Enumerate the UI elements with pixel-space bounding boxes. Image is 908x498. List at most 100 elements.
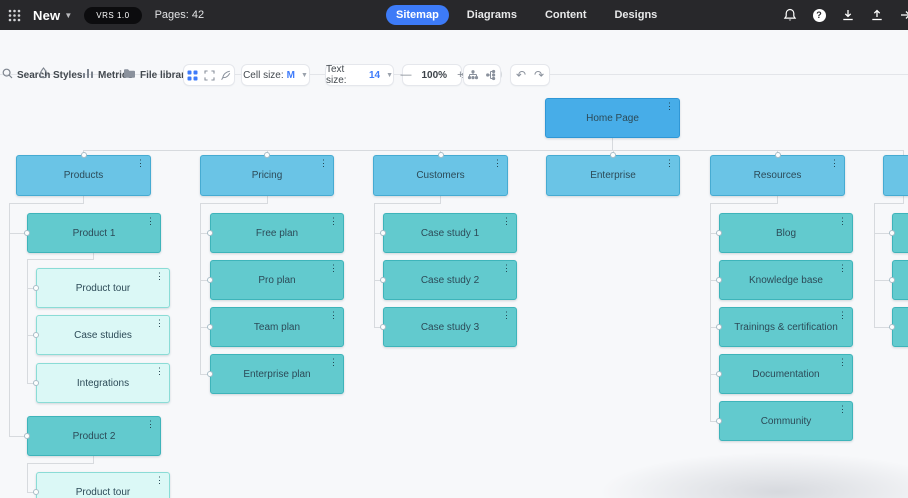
- sitemap-node-case-study-3[interactable]: Case study 3⋮: [383, 307, 517, 347]
- node-menu-icon[interactable]: ⋮: [493, 158, 502, 168]
- connector-line: [710, 203, 711, 421]
- node-label: Pro plan: [258, 274, 296, 286]
- zoom-level[interactable]: 100%: [421, 69, 448, 81]
- node-menu-icon[interactable]: ⋮: [830, 158, 839, 168]
- sitemap-node-partial-page-right[interactable]: ⋮: [883, 155, 908, 196]
- download-icon[interactable]: [840, 7, 856, 23]
- node-menu-icon[interactable]: ⋮: [665, 101, 674, 111]
- node-menu-icon[interactable]: ⋮: [329, 216, 338, 226]
- node-menu-icon[interactable]: ⋮: [329, 357, 338, 367]
- sitemap-node-case-study-1[interactable]: Case study 1⋮: [383, 213, 517, 253]
- version-badge[interactable]: VRS 1.0: [84, 6, 142, 24]
- chevron-down-icon: ▼: [300, 71, 308, 79]
- node-label: Pricing: [251, 170, 283, 181]
- node-menu-icon[interactable]: ⋮: [502, 263, 511, 273]
- node-menu-icon[interactable]: ⋮: [146, 216, 155, 226]
- node-menu-icon[interactable]: ⋮: [329, 263, 338, 273]
- node-menu-icon[interactable]: ⋮: [329, 310, 338, 320]
- sitemap-node-pricing[interactable]: Pricing ⋮: [200, 155, 334, 196]
- node-menu-icon[interactable]: ⋮: [502, 310, 511, 320]
- sitemap-node-resources[interactable]: Resources ⋮: [710, 155, 845, 196]
- sitemap-node-products[interactable]: Products⋮: [16, 155, 151, 196]
- sitemap-node-product-tour[interactable]: Product tour⋮: [36, 268, 170, 308]
- sitemap-node-case-study-2[interactable]: Case study 2⋮: [383, 260, 517, 300]
- node-menu-icon[interactable]: ⋮: [665, 158, 674, 168]
- sitemap-node-enterprise-plan[interactable]: Enterprise plan ⋮: [210, 354, 344, 394]
- node-menu-icon[interactable]: ⋮: [502, 216, 511, 226]
- sitemap-node-team-plan[interactable]: Team plan⋮: [210, 307, 344, 347]
- upload-icon[interactable]: [869, 7, 885, 23]
- fit-screen-icon[interactable]: [201, 66, 218, 84]
- sitemap-node-product-1[interactable]: Product 1⋮: [27, 213, 161, 253]
- text-size-dropdown[interactable]: Text size: 14 ▼: [325, 64, 394, 86]
- sitemap-node-trainings-certification[interactable]: Trainings & certification⋮: [719, 307, 853, 347]
- connector-dot: [380, 230, 386, 236]
- connector-dot: [716, 277, 722, 283]
- connector-line: [27, 335, 36, 336]
- tree-vertical-icon[interactable]: [482, 66, 500, 84]
- sitemap-node-blog[interactable]: Blog⋮: [719, 213, 853, 253]
- sitemap-node-knowledge-base[interactable]: Knowledge base⋮: [719, 260, 853, 300]
- node-menu-icon[interactable]: ⋮: [155, 271, 164, 281]
- connector-line: [874, 203, 875, 327]
- tab-diagrams[interactable]: Diagrams: [466, 9, 517, 21]
- sitemap-node-free-plan[interactable]: Free plan⋮: [210, 213, 344, 253]
- sitemap-node-documentation[interactable]: Documentation⋮: [719, 354, 853, 394]
- cell-size-dropdown[interactable]: Cell size: M ▼: [241, 64, 310, 86]
- project-name[interactable]: New: [33, 7, 61, 23]
- node-menu-icon[interactable]: ⋮: [838, 216, 847, 226]
- node-menu-icon[interactable]: ⋮: [155, 318, 164, 328]
- connector-line: [710, 280, 719, 281]
- node-menu-icon[interactable]: ⋮: [838, 310, 847, 320]
- sitemap-node-enterprise[interactable]: Enterprise⋮: [546, 155, 680, 196]
- file-library-button[interactable]: File library: [123, 64, 191, 86]
- zoom-in-button[interactable]: +: [457, 69, 464, 81]
- grid-view-icon[interactable]: [184, 66, 201, 84]
- sitemap-node-pro-plan[interactable]: Pro plan ⋮: [210, 260, 344, 300]
- sitemap-node-home-page[interactable]: Home Page⋮: [545, 98, 680, 138]
- zoom-out-button[interactable]: —: [400, 69, 412, 81]
- node-label: Product tour: [75, 486, 131, 498]
- node-menu-icon[interactable]: ⋮: [838, 263, 847, 273]
- connector-dot: [24, 230, 30, 236]
- search-button[interactable]: Search: [2, 64, 50, 86]
- chevron-down-icon[interactable]: ▼: [64, 10, 73, 20]
- node-label: Resources: [753, 170, 802, 181]
- tree-horizontal-icon[interactable]: [464, 66, 482, 84]
- sitemap-node-community[interactable]: Community⋮: [719, 401, 853, 441]
- tab-designs[interactable]: Designs: [614, 9, 658, 21]
- topbar-right: ?: [782, 0, 908, 30]
- connector-line: [9, 203, 84, 204]
- node-menu-icon[interactable]: ⋮: [838, 357, 847, 367]
- node-menu-icon[interactable]: ⋮: [146, 419, 155, 429]
- sitemap-node-case-studies[interactable]: Case studies⋮: [36, 315, 170, 355]
- tab-sitemap[interactable]: Sitemap: [386, 5, 449, 25]
- connector-line: [374, 203, 375, 327]
- node-menu-icon[interactable]: ⋮: [155, 475, 164, 485]
- app-grid-icon[interactable]: [8, 9, 21, 22]
- sitemap-node-product-2[interactable]: Product 2⋮: [27, 416, 161, 456]
- tab-content[interactable]: Content: [544, 9, 587, 21]
- metrics-button[interactable]: Metrics: [82, 64, 133, 86]
- cell-size-value: M: [286, 69, 295, 81]
- undo-icon[interactable]: ↶: [515, 68, 527, 82]
- sitemap-node-integrations[interactable]: Integrations⋮: [36, 363, 170, 403]
- redo-icon[interactable]: ↷: [533, 68, 545, 82]
- help-icon[interactable]: ?: [811, 7, 827, 23]
- connector-dot: [716, 371, 722, 377]
- node-label: Enterprise plan: [243, 368, 311, 380]
- node-menu-icon[interactable]: ⋮: [155, 366, 164, 376]
- node-menu-icon[interactable]: ⋮: [838, 404, 847, 414]
- notifications-bell-icon[interactable]: [782, 7, 798, 23]
- sitemap-node-customers[interactable]: Customers⋮: [373, 155, 508, 196]
- connector-dot: [207, 324, 213, 330]
- partial-edge-icon[interactable]: [898, 7, 908, 23]
- connector-line: [27, 463, 28, 492]
- feather-pen-icon[interactable]: [217, 66, 234, 84]
- sitemap-node-product-tour-2[interactable]: Product tour ⋮: [36, 472, 170, 498]
- node-menu-icon[interactable]: ⋮: [136, 158, 145, 168]
- connector-line: [93, 456, 94, 464]
- styles-button[interactable]: Styles: [38, 64, 82, 86]
- node-menu-icon[interactable]: ⋮: [319, 158, 328, 168]
